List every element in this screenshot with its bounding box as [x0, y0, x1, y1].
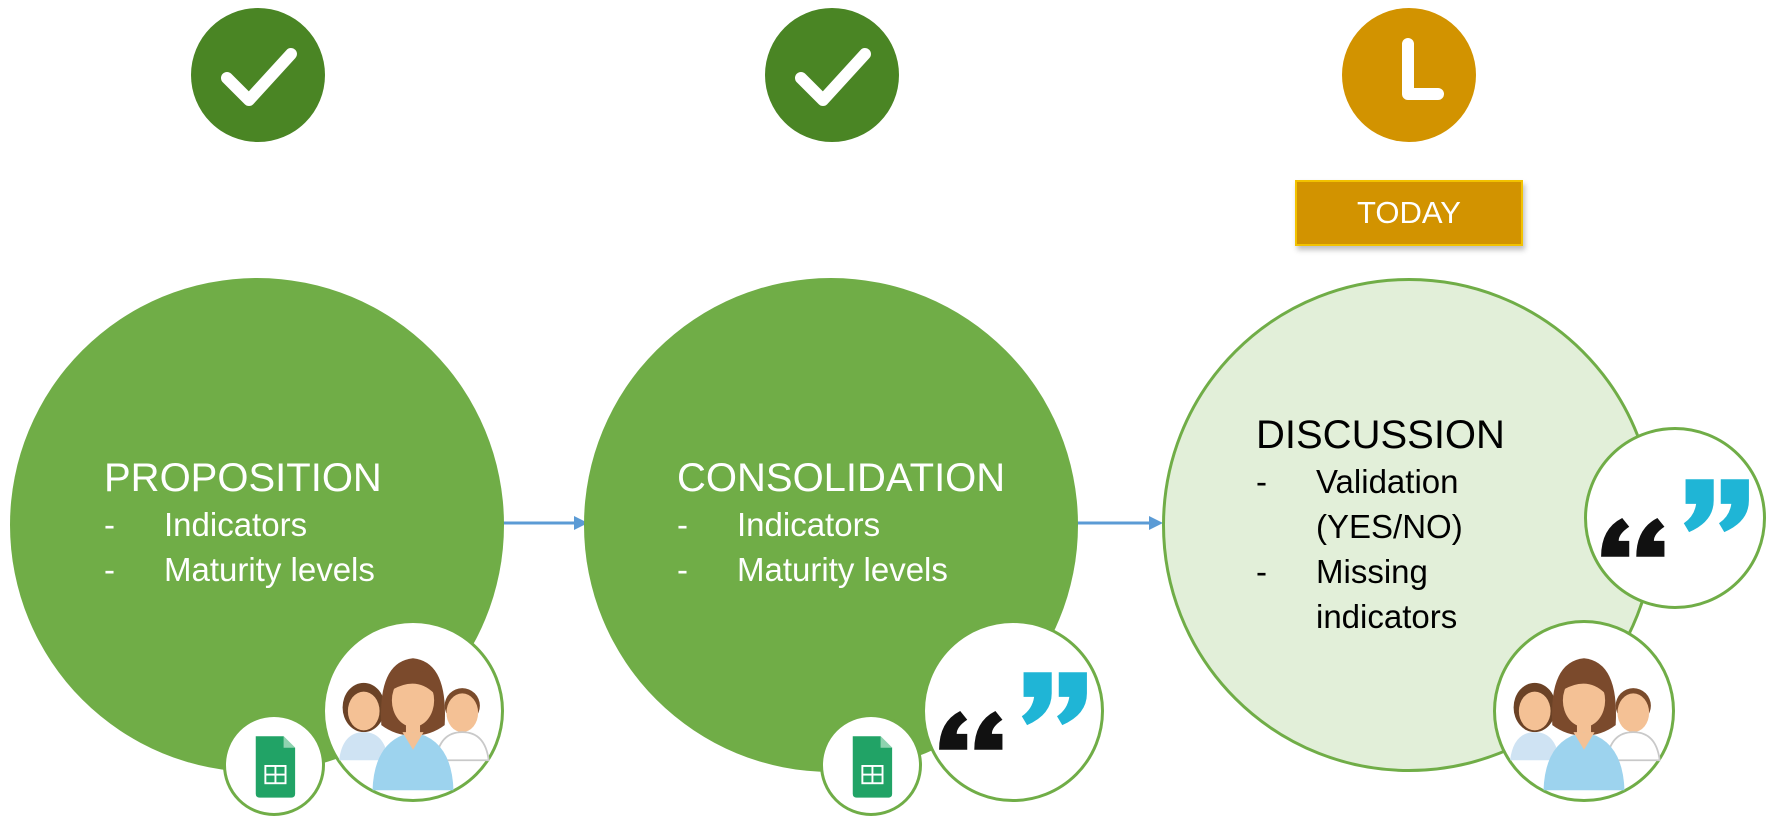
bullet-item: Indicators [677, 502, 1005, 547]
bullet-item: Missing indicators [1256, 549, 1506, 639]
stage-bullets: Indicators Maturity levels [677, 502, 1005, 592]
stage-proposition-text: PROPOSITION Indicators Maturity levels [104, 454, 382, 592]
arrow-proposition-to-consolidation [502, 516, 588, 530]
bullet-item: Maturity levels [104, 547, 382, 592]
checkmark-icon [765, 8, 899, 142]
status-done-consolidation [765, 8, 899, 142]
people-badge [322, 620, 504, 802]
stage-title: DISCUSSION [1256, 413, 1505, 457]
people-badge [1493, 620, 1675, 802]
today-label: TODAY [1295, 180, 1523, 246]
checkmark-icon [191, 8, 325, 142]
quote-icon [925, 623, 1101, 799]
bullet-item: Maturity levels [677, 547, 1005, 592]
stage-bullets: Validation (YES/NO) Missing indicators [1256, 459, 1506, 639]
spreadsheet-icon [823, 717, 919, 813]
bullet-item: Validation (YES/NO) [1256, 459, 1506, 549]
arrow-consolidation-to-discussion [1077, 516, 1163, 530]
stage-title: CONSOLIDATION [677, 456, 1006, 500]
clock-icon [1342, 8, 1476, 142]
bullet-item: Indicators [104, 502, 382, 547]
sheet-badge [223, 714, 325, 816]
status-pending-discussion [1342, 8, 1476, 142]
status-done-proposition [191, 8, 325, 142]
people-group-icon [325, 623, 501, 799]
spreadsheet-icon [226, 717, 322, 813]
stage-bullets: Indicators Maturity levels [104, 502, 382, 592]
quote-badge [922, 620, 1104, 802]
stage-consolidation-text: CONSOLIDATION Indicators Maturity levels [677, 454, 1005, 592]
sheet-badge [820, 714, 922, 816]
quote-badge [1584, 427, 1766, 609]
stage-discussion-text: DISCUSSION Validation (YES/NO) Missing i… [1256, 411, 1506, 639]
stage-title: PROPOSITION [104, 456, 382, 500]
people-group-icon [1496, 623, 1672, 799]
quote-icon [1587, 430, 1763, 606]
